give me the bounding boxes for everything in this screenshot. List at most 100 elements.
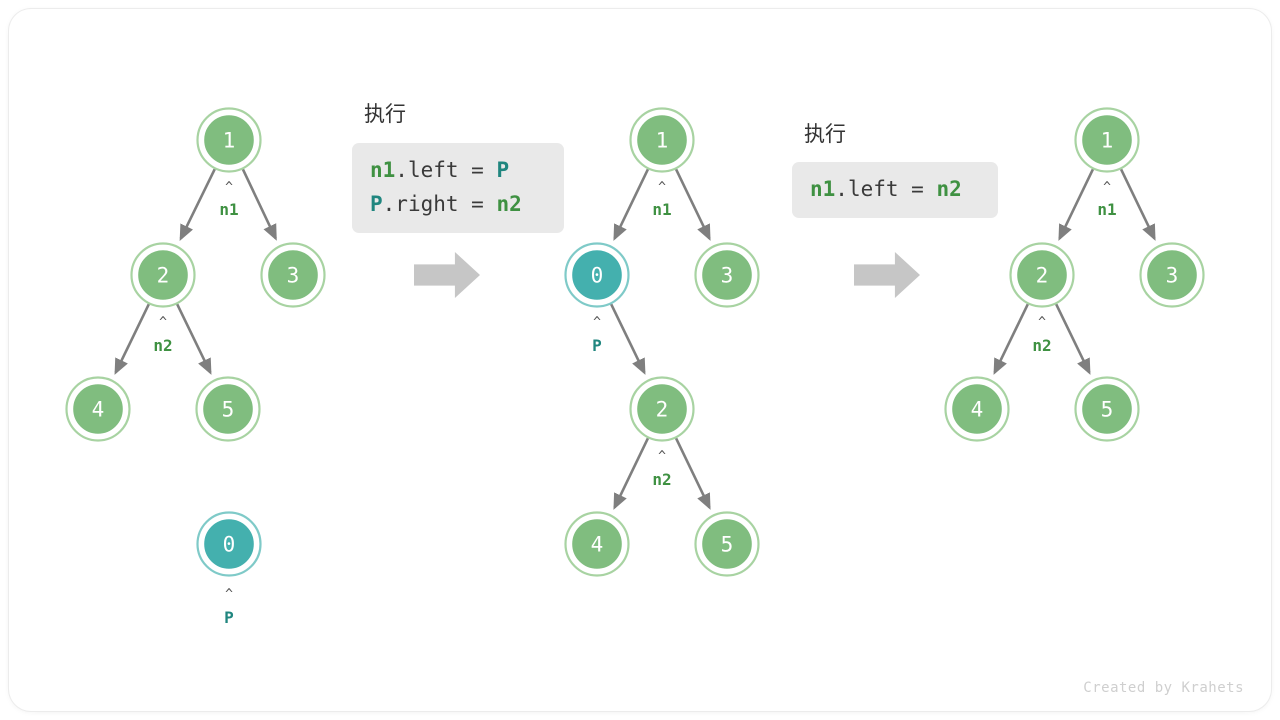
tree-node-value: 4: [971, 398, 984, 422]
code-line: n1.left = P: [370, 153, 546, 187]
code-token-var: n1: [370, 158, 396, 182]
tree-node-circle: [949, 381, 1005, 437]
tree-edge: [993, 303, 1029, 375]
tree-node[interactable]: 2: [1009, 242, 1075, 308]
tree-edge: [176, 303, 212, 375]
tree-node-circle: [569, 247, 625, 303]
code-box-2: n1.left = n2: [792, 162, 998, 218]
tree-edge: [1058, 168, 1095, 241]
pointer-label: n2: [153, 336, 172, 355]
code-token-plain: .left =: [395, 158, 497, 182]
tree-edge: [674, 437, 711, 510]
tree-node[interactable]: 5: [694, 511, 760, 577]
tree-edge: [674, 168, 711, 241]
tree-node[interactable]: 5: [1074, 376, 1140, 442]
tree-node-value: 1: [656, 129, 669, 153]
tree-node-circle: [200, 381, 256, 437]
tree-node[interactable]: 3: [1139, 242, 1205, 308]
code-token-var: n1: [810, 177, 836, 201]
tree-node-outer-ring: [196, 107, 262, 173]
tree-node-outer-ring: [1074, 107, 1140, 173]
tree-node-value: 3: [1166, 264, 1179, 288]
pointer-caret-icon: ^: [1103, 180, 1111, 195]
tree-node-circle: [634, 381, 690, 437]
pointer-caret-icon: ^: [658, 449, 666, 464]
tree-node-circle: [1014, 247, 1070, 303]
tree-node-value: 2: [157, 264, 170, 288]
tree-node-circle: [201, 112, 257, 168]
tree-node-outer-ring: [195, 376, 261, 442]
pointer-label: P: [224, 608, 234, 627]
tree-edge: [613, 168, 650, 241]
tree-node[interactable]: 2: [629, 376, 695, 442]
tree-node-circle: [70, 381, 126, 437]
tree-nodes-layer: 1 2 3 4 5 0 1 0 3 2 4 5 1 2 3 4 5: [65, 107, 1205, 577]
tree-node-circle: [699, 247, 755, 303]
tree-node[interactable]: 4: [944, 376, 1010, 442]
code-token-var: n2: [496, 192, 522, 216]
tree-node-outer-ring: [260, 242, 326, 308]
pointer-labels-layer: ^n1^n2^P^n1^P^n2^n1^n2: [153, 180, 1116, 627]
tree-node-outer-ring: [196, 511, 262, 577]
pointer-caret-icon: ^: [225, 587, 233, 602]
tree-node-circle: [265, 247, 321, 303]
separator-arrow-2: [854, 252, 920, 298]
tree-node[interactable]: 1: [196, 107, 262, 173]
tree-node[interactable]: 1: [629, 107, 695, 173]
credit-text: Created by Krahets: [1083, 680, 1244, 696]
tree-edge: [1055, 303, 1091, 375]
tree-node-outer-ring: [944, 376, 1010, 442]
exec-label-2: 执行: [804, 122, 846, 146]
tree-node-value: 5: [1101, 398, 1114, 422]
tree-node[interactable]: 5: [195, 376, 261, 442]
tree-node-outer-ring: [694, 511, 760, 577]
separator-arrows-layer: [414, 252, 920, 298]
tree-node[interactable]: 3: [260, 242, 326, 308]
tree-node-outer-ring: [1009, 242, 1075, 308]
tree-node-outer-ring: [564, 242, 630, 308]
pointer-caret-icon: ^: [225, 180, 233, 195]
tree-edge: [610, 303, 646, 375]
tree-node-circle: [201, 516, 257, 572]
tree-edges-layer: [114, 168, 1156, 510]
tree-node[interactable]: 4: [65, 376, 131, 442]
tree-node-value: 1: [223, 129, 236, 153]
tree-node-circle: [135, 247, 191, 303]
tree-node-outer-ring: [629, 376, 695, 442]
pointer-caret-icon: ^: [159, 315, 167, 330]
tree-node-outer-ring: [130, 242, 196, 308]
tree-node-circle: [634, 112, 690, 168]
pointer-caret-icon: ^: [593, 315, 601, 330]
tree-edge: [1119, 168, 1156, 241]
tree-node-circle: [569, 516, 625, 572]
tree-node-value: 4: [92, 398, 105, 422]
pointer-label: P: [592, 336, 602, 355]
pointer-label: n1: [1097, 200, 1116, 219]
code-line: P.right = n2: [370, 187, 546, 221]
tree-node[interactable]: 1: [1074, 107, 1140, 173]
tree-node-value: 3: [287, 264, 300, 288]
code-token-plain: .right =: [382, 192, 497, 216]
tree-node-value: 4: [591, 533, 604, 557]
tree-node[interactable]: 3: [694, 242, 760, 308]
tree-edge: [114, 303, 150, 375]
tree-node[interactable]: 0: [564, 242, 630, 308]
tree-node-circle: [1079, 112, 1135, 168]
pointer-label: n1: [652, 200, 671, 219]
tree-node[interactable]: 2: [130, 242, 196, 308]
exec-label-1: 执行: [364, 102, 406, 126]
pointer-label: n1: [219, 200, 238, 219]
separator-arrow-1: [414, 252, 480, 298]
tree-node-value: 0: [591, 264, 604, 288]
tree-node-value: 2: [1036, 264, 1049, 288]
pointer-caret-icon: ^: [1038, 315, 1046, 330]
tree-edge: [179, 168, 216, 241]
tree-node[interactable]: 0: [196, 511, 262, 577]
pointer-label: n2: [1032, 336, 1051, 355]
tree-node[interactable]: 4: [564, 511, 630, 577]
tree-node-circle: [1079, 381, 1135, 437]
tree-node-outer-ring: [564, 511, 630, 577]
code-token-plain: .left =: [835, 177, 937, 201]
